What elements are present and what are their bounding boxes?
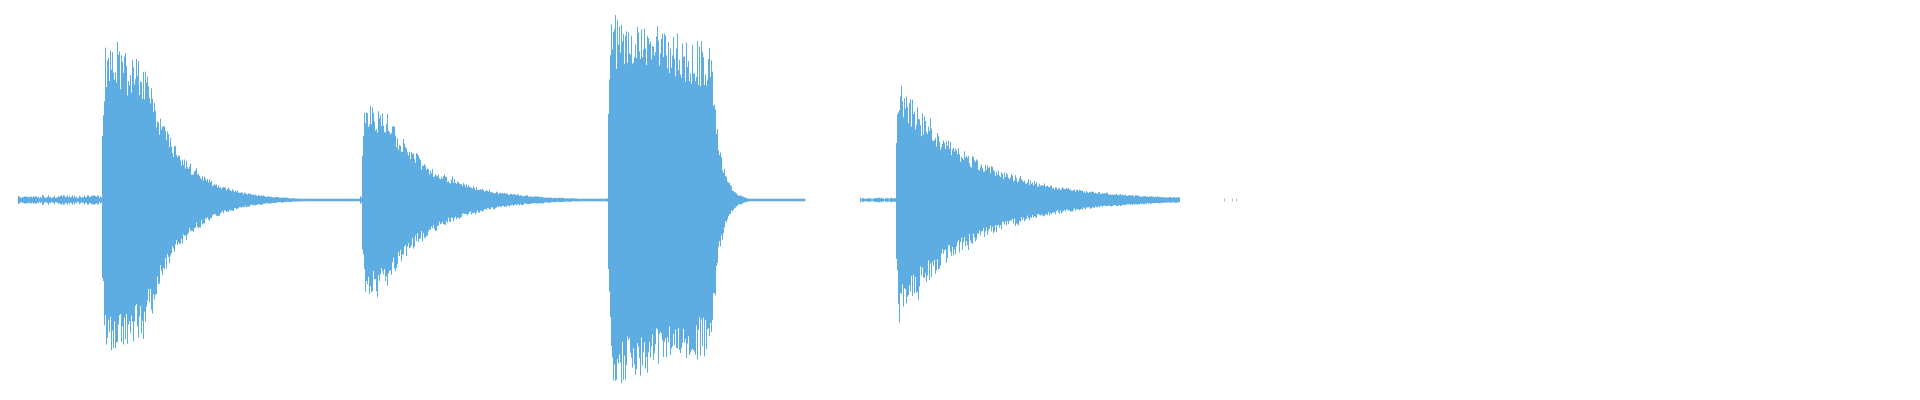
waveform-clip-1[interactable] [18, 42, 360, 351]
waveform-clip-3[interactable] [606, 15, 805, 383]
waveform-clip-4[interactable] [860, 85, 1237, 323]
waveform-clip-2[interactable] [360, 105, 606, 298]
